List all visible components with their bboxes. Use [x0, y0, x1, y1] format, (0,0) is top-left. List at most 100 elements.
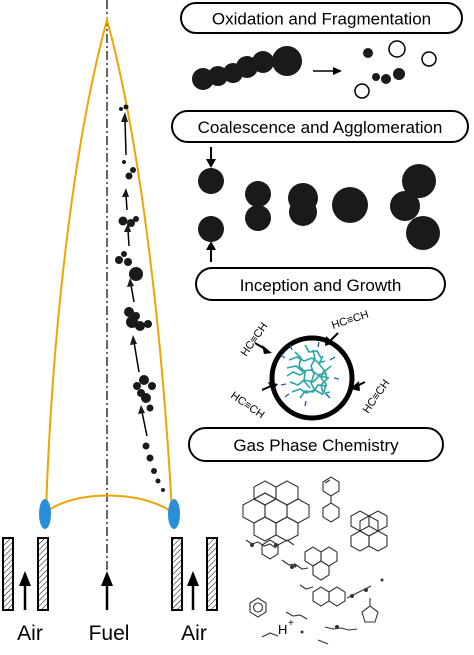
stage-inception-title: Inception and Growth — [240, 276, 402, 295]
soot-path-arrow — [141, 411, 148, 437]
air-right-arrow-head — [187, 571, 199, 586]
soot-path-arrow — [125, 194, 128, 211]
soot-particle — [125, 172, 133, 180]
soot-path-arrow-head — [124, 223, 131, 232]
soot-particle — [118, 216, 128, 226]
stage-coalescence-title: Coalescence and Agglomeration — [198, 118, 443, 137]
phenanthrene-structure — [304, 546, 338, 581]
stage-coalescence-box — [171, 110, 469, 143]
fuel-label: Fuel — [89, 622, 130, 645]
acetylene-arrow — [261, 385, 272, 391]
soot-particle — [161, 488, 165, 492]
stage-oxidation: Oxidation and Fragmentation — [180, 2, 463, 99]
soot-particle — [133, 382, 141, 390]
biphenyl-structure — [322, 476, 340, 523]
flame-base-arc — [45, 494, 173, 513]
burner — [2, 537, 218, 611]
merging-particle — [245, 205, 271, 231]
acetylene-arrow-head — [262, 345, 272, 354]
burner-wall-outer-left — [2, 537, 14, 611]
soot-particle — [148, 382, 156, 390]
chain-molecule-dots — [250, 543, 384, 634]
soot-particle — [127, 219, 135, 227]
soot-particle — [130, 167, 136, 173]
air-right-label: Air — [181, 622, 207, 645]
benzene-structure — [249, 597, 267, 618]
stage-gas-phase-box — [188, 427, 444, 462]
acetylene-arrow-head — [268, 382, 278, 391]
stage-coalescence: Coalescence and Agglomeration — [171, 110, 469, 262]
soot-path-arrow — [133, 341, 140, 373]
soot-path-arrow — [124, 119, 127, 156]
pah-cluster — [286, 344, 332, 399]
agglomerated-particle — [402, 164, 436, 198]
soot-particle — [121, 251, 127, 257]
soot-path-arrow-head — [138, 405, 145, 414]
stage-oxidation-box — [180, 2, 463, 34]
soot-path-arrow-head — [122, 188, 129, 197]
oxidized-fragment — [354, 83, 370, 99]
soot-particle — [272, 46, 302, 76]
fragments — [354, 40, 437, 99]
cyclopentadiene-structure — [361, 598, 379, 623]
soot-particle — [133, 216, 139, 222]
soot-particle — [151, 468, 157, 474]
oxidized-fragment — [421, 51, 437, 67]
acetylene-arrow-head — [350, 381, 360, 391]
collision-arrow-bottom-head — [206, 241, 216, 250]
acetylene-label: HC≡CH — [228, 390, 266, 422]
soot-particle — [124, 258, 132, 266]
soot-particle — [115, 256, 123, 264]
pah-structures — [242, 476, 388, 645]
air-left-label: Air — [17, 622, 43, 645]
soot-particle — [252, 51, 274, 73]
stage-gas-phase-title: Gas Phase Chemistry — [233, 436, 399, 455]
flame-base-left — [39, 499, 51, 529]
burner-wall-inner-left — [37, 537, 49, 611]
soot-particle — [129, 267, 143, 281]
primary-particle — [198, 168, 224, 194]
soot-particle — [135, 321, 145, 331]
soot-path-arrow-head — [127, 278, 134, 287]
soot-particle — [155, 478, 161, 484]
hydrogen-ion-charge: + — [288, 618, 294, 629]
soot-path-arrow — [130, 284, 135, 303]
acetylene-label: HC≡CH — [330, 309, 370, 332]
soot-fragment — [372, 73, 380, 81]
soot-particle — [146, 404, 154, 412]
fragmentation-arrow-head — [333, 67, 342, 75]
merging-particle — [245, 181, 271, 207]
stage-inception-box — [195, 267, 446, 301]
coalescence-sequence — [198, 164, 440, 250]
oxidized-fragment — [388, 40, 406, 58]
soot-path-arrow-head — [130, 335, 137, 345]
acetylene-label: HC≡CH — [361, 378, 393, 416]
soot-particle — [208, 66, 228, 86]
soot-particle — [139, 375, 149, 385]
pah-cluster-hydrogens — [280, 341, 340, 407]
soot-path-arrow-head — [121, 112, 128, 122]
acetylene-arrow — [329, 332, 339, 342]
acetylene-arrow-head — [325, 336, 334, 346]
stage-gas-phase: Gas Phase Chemistry — [188, 427, 444, 645]
inlet-arrows — [19, 571, 199, 610]
burner-wall-outer-right — [206, 537, 218, 611]
flame-outline — [45, 16, 173, 513]
soot-particle — [123, 104, 129, 110]
stage-oxidation-title: Oxidation and Fragmentation — [212, 10, 431, 29]
soot-particle — [124, 307, 134, 317]
soot-particle — [142, 442, 150, 450]
soot-particle — [137, 389, 145, 397]
agglomerated-particle — [390, 191, 420, 221]
stage-inception: Inception and Growth — [195, 267, 446, 422]
flame-base-right — [168, 499, 180, 529]
burner-wall-inner-right — [171, 537, 183, 611]
soot-particle — [146, 454, 154, 462]
collision-arrow-top-head — [206, 159, 216, 168]
naphthalene-structure — [312, 586, 346, 607]
agglomerated-particle — [406, 216, 440, 250]
hydrogen-ion-label: H — [278, 622, 287, 637]
pyrene-structure — [350, 510, 388, 552]
air-left-arrow-head — [19, 571, 31, 586]
